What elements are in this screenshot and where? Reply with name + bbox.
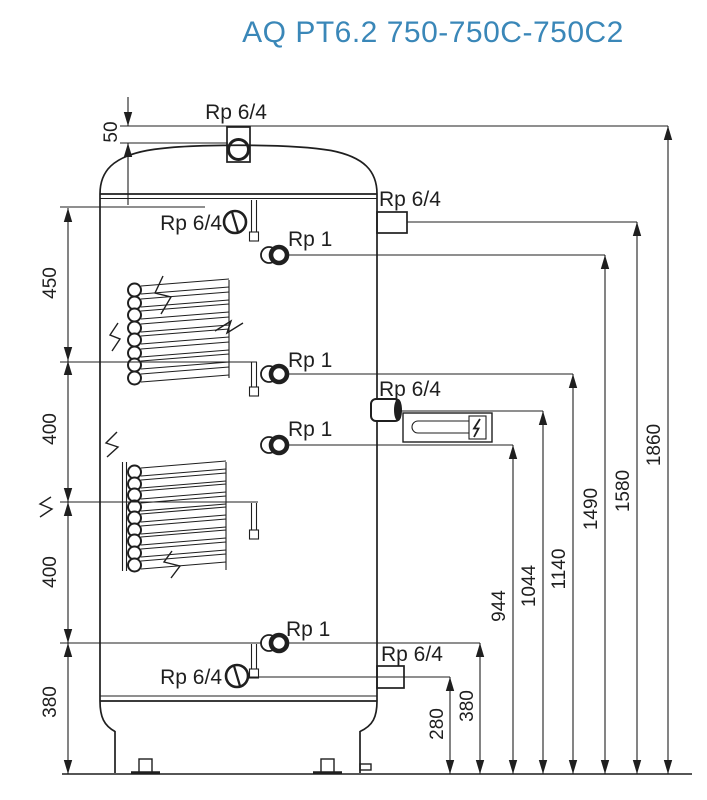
port-label-upper-right: Rp 6/4 xyxy=(379,188,441,211)
dim-1044: 1044 xyxy=(519,564,540,607)
reference-lines xyxy=(60,125,668,678)
break-mark xyxy=(154,275,173,315)
break-mark xyxy=(38,496,54,518)
dim-1490: 1490 xyxy=(581,488,602,530)
port-label-top: Rp 6/4 xyxy=(205,101,267,124)
dim-400-lower: 400 xyxy=(40,556,61,588)
port-label-bottom-right: Rp 6/4 xyxy=(381,643,443,666)
break-mark xyxy=(162,550,182,579)
right-height-dimensions: 280 380 944 1044 1140 1490 1580 1860 xyxy=(427,126,673,774)
port-label-heater: Rp 6/4 xyxy=(379,378,441,401)
dim-380-left: 380 xyxy=(40,686,61,718)
break-mark xyxy=(214,319,244,335)
left-dimension-chain: 450 400 400 380 xyxy=(40,208,73,774)
tank-feet xyxy=(131,758,372,774)
sensor-wells xyxy=(248,200,260,679)
port-label-coil-upper: Rp 1 xyxy=(288,349,332,372)
drain-fitting xyxy=(359,763,372,771)
port-label-bottom-sensor: Rp 1 xyxy=(286,618,330,641)
dim-400-upper: 400 xyxy=(40,413,61,445)
upper-heating-coil xyxy=(108,275,244,386)
upper-left-port-symbol xyxy=(222,209,248,235)
tank-outline xyxy=(99,144,378,773)
dim-1860: 1860 xyxy=(644,424,665,466)
dim-280: 280 xyxy=(427,708,448,740)
port-label-coil-lower: Rp 1 xyxy=(288,418,332,441)
rp1-nozzle-symbols xyxy=(260,244,290,654)
bottom-right-port xyxy=(376,665,405,689)
dim-1140: 1140 xyxy=(549,549,570,590)
top-port-fitting xyxy=(226,126,251,163)
bottom-left-port-symbol xyxy=(224,663,250,689)
break-mark xyxy=(104,431,120,458)
port-label-bottom-left: Rp 6/4 xyxy=(160,666,222,689)
dim-50: 50 xyxy=(101,121,122,142)
port-label-upper-sensor: Rp 1 xyxy=(288,228,332,251)
lightning-icon xyxy=(472,418,481,438)
dim-944: 944 xyxy=(489,590,510,622)
dim-1580: 1580 xyxy=(613,470,634,512)
electric-heater xyxy=(370,398,493,443)
port-label-upper-left: Rp 6/4 xyxy=(160,212,222,235)
page-title: AQ PT6.2 750-750C-750C2 xyxy=(242,16,624,49)
break-mark xyxy=(108,322,122,352)
top-offset-dimension: 50 xyxy=(101,97,133,205)
upper-right-port xyxy=(376,211,408,234)
dim-380-right: 380 xyxy=(457,690,478,722)
dim-450: 450 xyxy=(40,267,61,299)
